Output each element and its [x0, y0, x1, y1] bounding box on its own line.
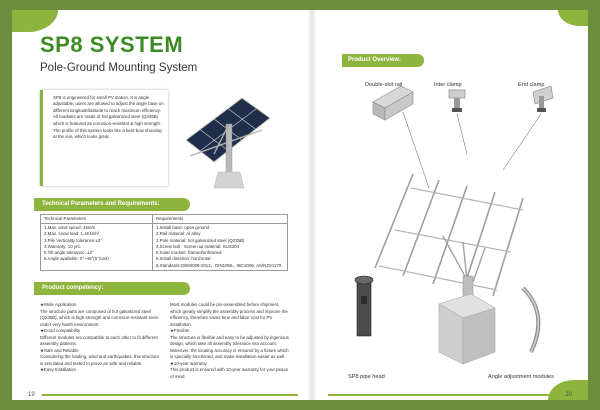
requirement-line: 6.Install direction: horizontal [156, 256, 211, 262]
parameter-line: 5.Tilt angle tolerance: ±2° [44, 250, 94, 256]
technical-parameters-table: Technical Parameters Requirements 1.Max.… [40, 214, 288, 272]
competency-item: The structure is flexible and easy to be… [170, 334, 289, 360]
competency-column-left: ★Wide Application The structure parts ar… [40, 302, 160, 374]
intro-paragraph: SP8 is engineered for small PV station. … [53, 95, 164, 126]
parameter-line: 1.Max. wind speed: 46m/s [44, 225, 96, 230]
brochure-spread: SP8 SYSTEM Pole-Ground Mounting System S… [12, 10, 588, 400]
competency-item: The structure parts are composed of hot … [40, 308, 159, 327]
intro-box: SP8 is engineered for small PV station. … [40, 90, 168, 186]
corner-decoration-top-left [12, 10, 58, 32]
exploded-assembly-diagram [354, 85, 554, 365]
parameter-line: 3.Pile Verticality tolerance:±2° [44, 237, 103, 243]
parameter-line: 4.Warranty: 10 yrs. [44, 243, 81, 249]
competency-item: ★Easy Installation [40, 367, 76, 372]
page-gutter [307, 10, 317, 400]
table-header-row: Technical Parameters Requirements [40, 214, 288, 224]
label-double-slot-rail: Double-slot rail [365, 82, 403, 88]
end-clamp-part [532, 85, 554, 112]
product-hero-image [185, 97, 271, 189]
competency-item: This product is ensured with 10-year war… [170, 367, 289, 379]
parameter-line: 2.Max. snow load: 1.4KN/m² [44, 231, 100, 237]
inter-clamp-part [448, 89, 466, 112]
footer-bar-right [328, 394, 564, 396]
competency-item: Considering the loading, wind and earthq… [40, 354, 160, 366]
intro-paragraph: The profile of this system looks like a … [53, 128, 162, 140]
requirement-line: 6.Standards:GB50009-2012、DIN1055、IBC2006… [156, 262, 283, 268]
requirement-line: 2.Rail material: Al alloy [156, 231, 201, 237]
footer-bar-left [42, 394, 298, 396]
competency-item: Most modules could be pre-assembled befo… [170, 302, 288, 327]
label-inter-clamp: Inter clamp [434, 82, 462, 88]
table-header-cell: Technical Parameters [40, 214, 153, 224]
page-subtitle: Pole-Ground Mounting System [40, 62, 198, 74]
section-banner-technical: Technical Parameters and Requirements: [34, 198, 190, 211]
table-header-cell: Requirements [152, 214, 288, 224]
requirement-line: 3.Pole material: hot galvanized steel (Q… [156, 237, 245, 243]
corner-decoration-top-right [558, 10, 588, 26]
competency-item: ★Good compatibility [40, 328, 81, 333]
competency-item: ★Flexible [170, 328, 190, 333]
requirement-line: 4.Screw bolt : Screw nut material: SUS30… [156, 243, 239, 249]
competency-item: ★Safe and Reliable [40, 347, 79, 353]
requirements-cell: 1.Install base: open ground. 2.Rail mate… [152, 222, 288, 272]
requirement-line: 5.Solar module: framed/unframed [156, 250, 222, 256]
section-banner-overview: Product Overview: [342, 54, 424, 67]
competency-column-right: Most modules could be pre-assembled befo… [170, 302, 290, 380]
label-angle-modules: Angle adjustment modules [488, 374, 554, 380]
requirement-line: 1.Install base: open ground. [156, 225, 211, 230]
parameter-line: 6.Angle available: 0°~45°(5°/unit) [44, 256, 109, 262]
parameters-cell: 1.Max. wind speed: 46m/s 2.Max. snow loa… [40, 222, 153, 272]
competency-item: ★10-year warranty [170, 360, 207, 366]
label-end-clamp: End clamp [518, 82, 545, 88]
double-slot-rail-part [372, 85, 414, 121]
page-title: SP8 SYSTEM [40, 32, 184, 57]
label-pipe-head: SP8 pipe head [348, 374, 385, 380]
competency-item: ★Wide Application [40, 302, 77, 307]
page-number-left: 19 [28, 392, 35, 398]
section-banner-competency: Product competency: [34, 282, 190, 295]
page-number-right: 20 [565, 392, 572, 398]
pipe-head-part [354, 275, 374, 337]
table-row: 1.Max. wind speed: 46m/s 2.Max. snow loa… [40, 222, 288, 272]
competency-item: Different modules are compatible to each… [40, 334, 158, 347]
